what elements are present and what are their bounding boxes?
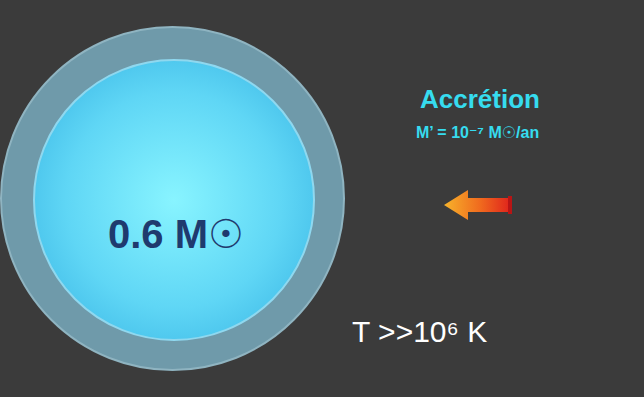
process-label: Accrétion [420,85,540,115]
mass-label: 0.6 M☉ [108,211,244,257]
rate-label: M’ = 10⁻⁷ M☉/an [416,124,539,142]
outer-shell-circle: T >>10⁶ K0.6 M☉ [0,26,345,371]
white-dwarf-core: 0.6 M☉ [33,59,315,341]
temperature-label: T >>10⁶ K [352,315,487,350]
